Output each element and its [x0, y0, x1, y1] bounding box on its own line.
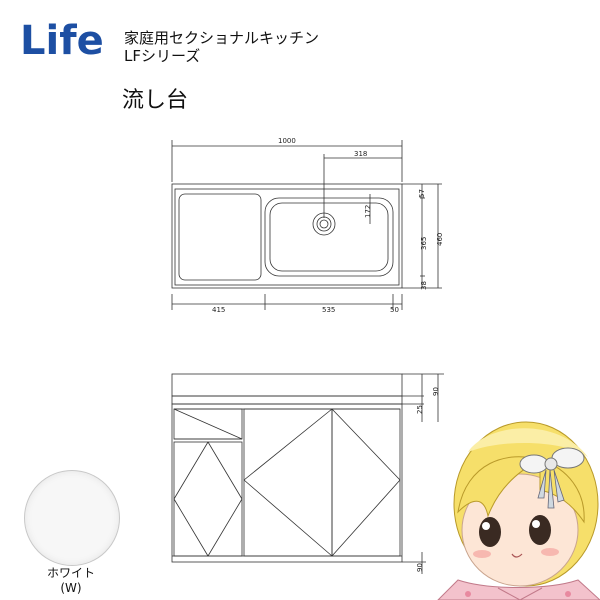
label-total-depth: 460 — [436, 233, 444, 246]
label-drain-depth: 172 — [364, 205, 372, 218]
product-name: 流し台 — [122, 88, 189, 113]
label-backsplash-height: 90 — [432, 387, 440, 396]
series-title: 家庭用セクショナルキッチン — [124, 29, 320, 47]
label-right-edge: 50 — [390, 306, 399, 314]
mascot-illustration — [437, 421, 600, 600]
swatch-color-name: ホワイト — [46, 566, 95, 580]
front-view-drawing: 90 25 90 — [171, 373, 444, 574]
label-bottom-margin: 38 — [420, 281, 428, 290]
sink-outline — [171, 183, 403, 289]
label-total-width: 1000 — [278, 137, 296, 145]
label-basin-width: 535 — [322, 306, 335, 314]
label-drain-offset: 318 — [354, 150, 367, 158]
counter-edge — [171, 395, 403, 405]
basin-outline — [264, 197, 394, 277]
label-left-counter: 415 — [212, 306, 225, 314]
series-name: LFシリーズ — [124, 47, 201, 65]
label-right-margin-top: 57 — [418, 189, 426, 198]
cabinet-body — [171, 403, 403, 563]
backsplash — [171, 373, 403, 397]
life-logo: Life — [20, 18, 102, 62]
drain-outer — [312, 212, 336, 236]
top-view-drawing: 1000 318 172 57 365 460 38 415 535 50 — [171, 137, 444, 314]
left-door — [173, 441, 243, 557]
white-color-swatch — [24, 470, 120, 566]
right-door — [331, 408, 401, 557]
logo-text: Life — [20, 18, 102, 62]
label-kick-height: 90 — [416, 563, 424, 572]
ribbon-icon — [519, 447, 585, 509]
label-basin-depth: 365 — [420, 237, 428, 250]
center-door — [243, 408, 333, 557]
label-top-height: 25 — [416, 405, 424, 414]
swatch-color-code: (W) — [60, 581, 82, 595]
